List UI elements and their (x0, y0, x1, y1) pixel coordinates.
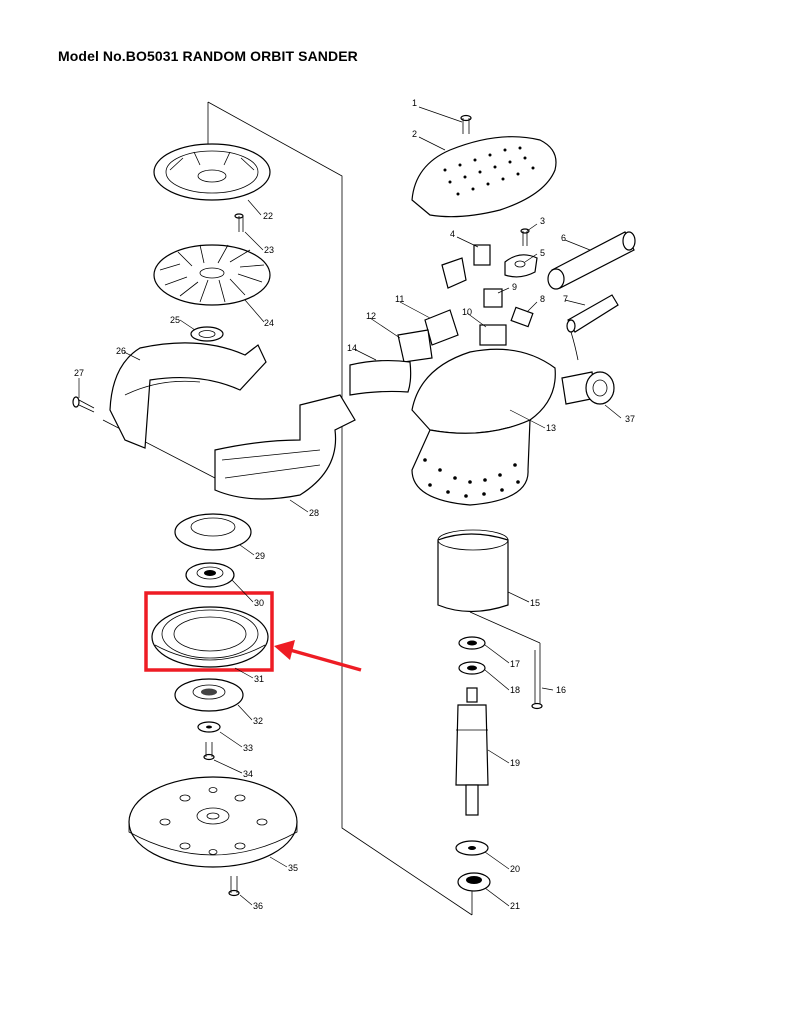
part-label: 17 (510, 659, 520, 669)
part-label: 27 (74, 368, 84, 378)
part-36-screw (228, 876, 240, 897)
part-27-screw (72, 396, 95, 413)
part-26-dust-guide (109, 342, 267, 449)
part-4-carbon-brush (441, 244, 491, 289)
part-label: 26 (116, 346, 126, 356)
part-25-washer (190, 326, 224, 342)
part-label: 28 (309, 508, 319, 518)
part-37-controller (561, 371, 615, 405)
part-label: 21 (510, 901, 520, 911)
part-label: 22 (263, 211, 273, 221)
diagram-title: Model No.BO5031 RANDOM ORBIT SANDER (58, 48, 358, 64)
part-21-bearing (457, 872, 491, 892)
part-number-labels: 1 2 3 4 5 6 7 8 9 10 11 12 13 14 15 16 1… (74, 98, 635, 911)
part-label: 30 (254, 598, 264, 608)
part-9-brush-holder (483, 288, 503, 308)
part-label: 25 (170, 315, 180, 325)
part-label: 1 (412, 98, 417, 108)
part-label: 18 (510, 685, 520, 695)
part-7-cord (566, 294, 619, 361)
part-23-screw (234, 213, 244, 232)
part-6-cord-guard (547, 231, 636, 290)
part-label: 31 (254, 674, 264, 684)
part-17-bearing (458, 636, 486, 650)
part-34-screw (203, 742, 215, 761)
part-11-switch (424, 309, 459, 346)
part-19-armature (455, 687, 489, 816)
part-label: 11 (395, 294, 404, 304)
part-label: 7 (563, 294, 568, 304)
part-35-sanding-pad (128, 776, 298, 868)
part-13-motor-housing (411, 348, 556, 506)
part-label: 4 (450, 229, 455, 239)
part-3-screw (520, 228, 530, 246)
part-label: 10 (462, 307, 472, 317)
part-24-fan (153, 244, 271, 306)
part-22-fan-cover (153, 143, 271, 201)
part-30-bearing (185, 562, 235, 588)
part-14-label (349, 359, 412, 396)
part-label: 19 (510, 758, 520, 768)
part-15-field (437, 529, 509, 613)
part-label: 13 (546, 423, 556, 433)
part-label: 34 (243, 769, 253, 779)
part-20-washer (455, 840, 489, 856)
part-18-washer (458, 661, 486, 675)
part-8-terminal (510, 306, 534, 328)
part-label: 8 (540, 294, 545, 304)
part-label: 33 (243, 743, 253, 753)
part-label: 24 (264, 318, 274, 328)
part-label: 5 (540, 248, 545, 258)
part-2-top-cover (411, 136, 557, 218)
part-28-dust-nozzle (214, 394, 356, 500)
part-label: 20 (510, 864, 520, 874)
leader-lines (78, 106, 622, 907)
part-label: 32 (253, 716, 263, 726)
part-label: 6 (561, 233, 566, 243)
part-16-screw (531, 650, 543, 710)
part-5-strain-relief (504, 254, 538, 278)
highlight-arrow (274, 640, 362, 672)
part-label: 23 (264, 245, 274, 255)
part-10-terminal-block (479, 324, 507, 346)
part-label: 9 (512, 282, 517, 292)
part-1-screw (460, 114, 472, 134)
part-32-pad-holder (174, 678, 244, 712)
part-label: 16 (556, 685, 566, 695)
part-label: 15 (530, 598, 540, 608)
part-33-washer (197, 721, 221, 733)
part-label: 36 (253, 901, 263, 911)
part-29-bearing-retainer (174, 513, 252, 551)
part-label: 14 (347, 343, 357, 353)
part-label: 2 (412, 129, 417, 139)
part-31-ring (151, 606, 269, 668)
part-label: 37 (625, 414, 635, 424)
part-label: 29 (255, 551, 265, 561)
part-label: 3 (540, 216, 545, 226)
part-label: 35 (288, 863, 298, 873)
part-12-switch-lever (397, 329, 433, 363)
highlight-box (144, 591, 274, 672)
part-label: 12 (366, 311, 376, 321)
